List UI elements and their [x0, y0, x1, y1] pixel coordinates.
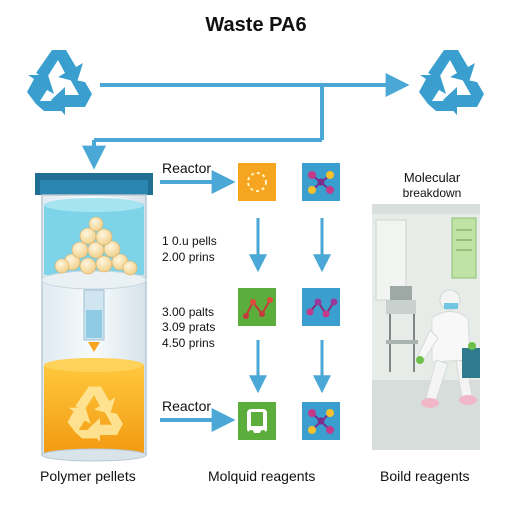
molecular-label-line1: Molecular: [403, 170, 461, 185]
recycle-icon-right: [419, 50, 484, 115]
tile-r2c2: [302, 288, 340, 326]
group1-line1: 1 0.u pells: [162, 234, 217, 248]
recycle-icon-left: [27, 50, 92, 115]
reactor-label-bottom: Reactor: [162, 398, 212, 414]
molecular-label-line2: breakdown: [402, 186, 462, 200]
column-arrows: [249, 218, 331, 394]
group2-line1: 3.00 palts: [162, 305, 215, 319]
reactor-vessel: [35, 173, 153, 462]
group1-line2: 2.00 prins: [162, 250, 215, 264]
bottom-label-boild: Boild reagents: [380, 468, 470, 484]
group2-line3: 4.50 prins: [162, 336, 215, 350]
polymer-pellets: [54, 216, 138, 276]
bottom-label-polymer: Polymer pellets: [40, 468, 136, 484]
flow-lines-top: [82, 73, 410, 170]
tile-r1c2: [302, 163, 340, 201]
reactor-label-top: Reactor: [162, 160, 212, 176]
bottom-label-molquid: Molquid reagents: [208, 468, 316, 484]
tile-r3c1: [238, 402, 276, 440]
group2-line2: 3.09 prats: [162, 320, 216, 334]
recycle-icon-tank: [67, 386, 123, 442]
page-title: Waste PA6: [205, 14, 307, 36]
tile-r3c2: [302, 402, 340, 440]
tile-r2c1: [238, 288, 276, 326]
tile-r1c1: [238, 163, 276, 201]
lab-photo: [372, 204, 480, 450]
